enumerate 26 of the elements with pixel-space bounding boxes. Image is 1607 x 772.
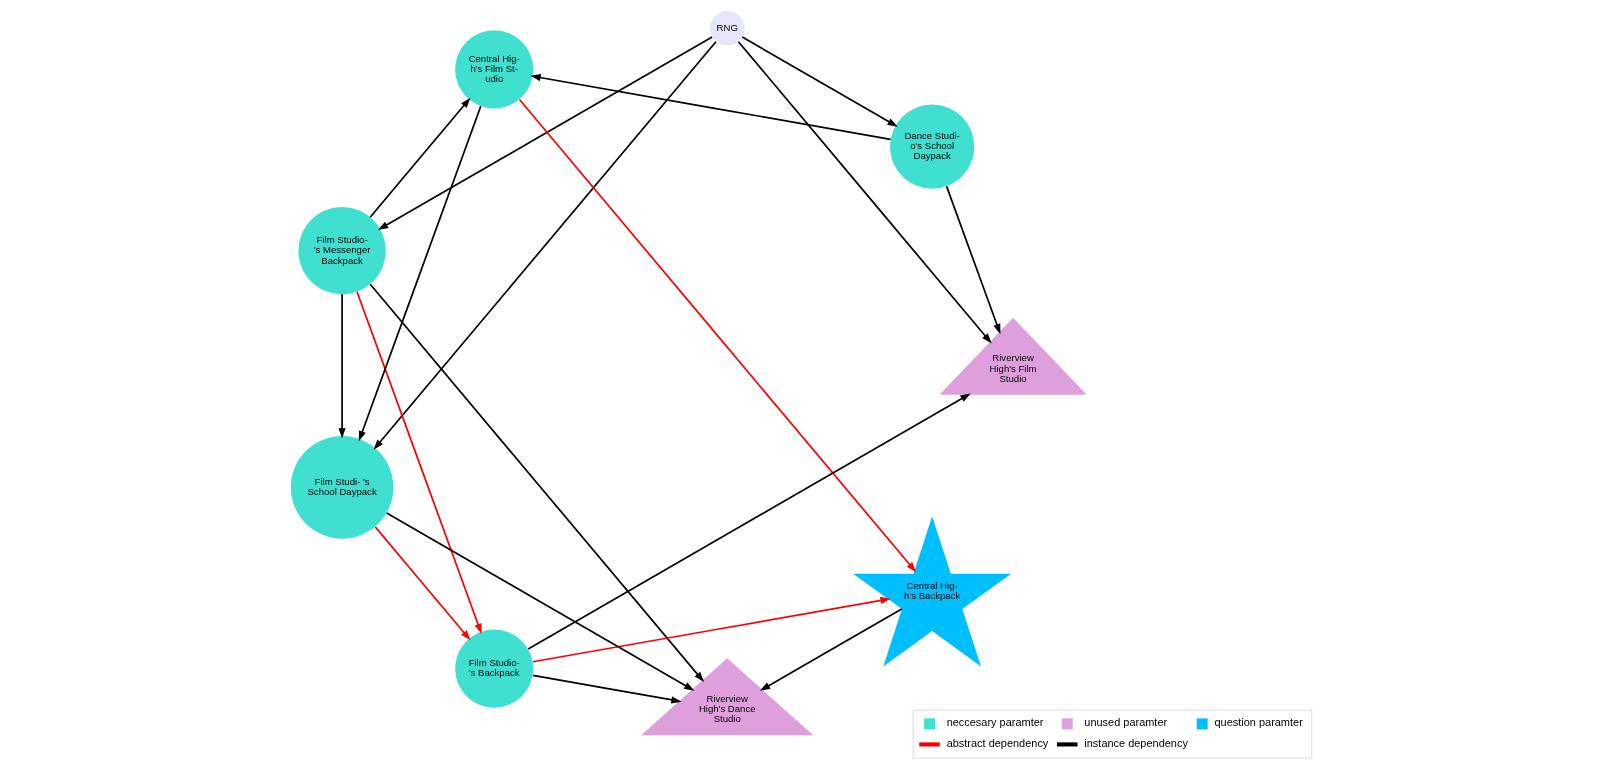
arrow	[358, 105, 482, 442]
legend-label: instance dependency	[1083, 737, 1188, 750]
arrow	[759, 608, 903, 691]
arrow	[377, 36, 713, 231]
legend-label: neccesary paramter	[946, 716, 1043, 729]
arrow	[518, 98, 916, 573]
arrow	[368, 97, 470, 219]
arrow	[531, 674, 682, 704]
arrow	[373, 526, 470, 641]
legend-label: unused paramter	[1083, 716, 1167, 729]
node-circle: Film Studio- 's Messenger Backpack	[297, 207, 386, 295]
legend-label: question paramter	[1214, 716, 1303, 729]
arrow	[338, 293, 346, 439]
arrow	[945, 185, 1000, 335]
arrow	[373, 40, 717, 450]
arrow	[385, 512, 694, 691]
arrow	[526, 393, 971, 650]
arrow	[529, 74, 891, 141]
legend-label: abstract dependency	[946, 737, 1048, 750]
arrow	[737, 40, 992, 344]
node-circle: Dance Studi- o's School Daypack	[889, 104, 974, 189]
node-circle: RNG	[709, 11, 744, 46]
arrow	[740, 36, 898, 127]
arrow	[368, 283, 704, 683]
arrow	[531, 596, 891, 663]
arrow	[355, 290, 482, 634]
